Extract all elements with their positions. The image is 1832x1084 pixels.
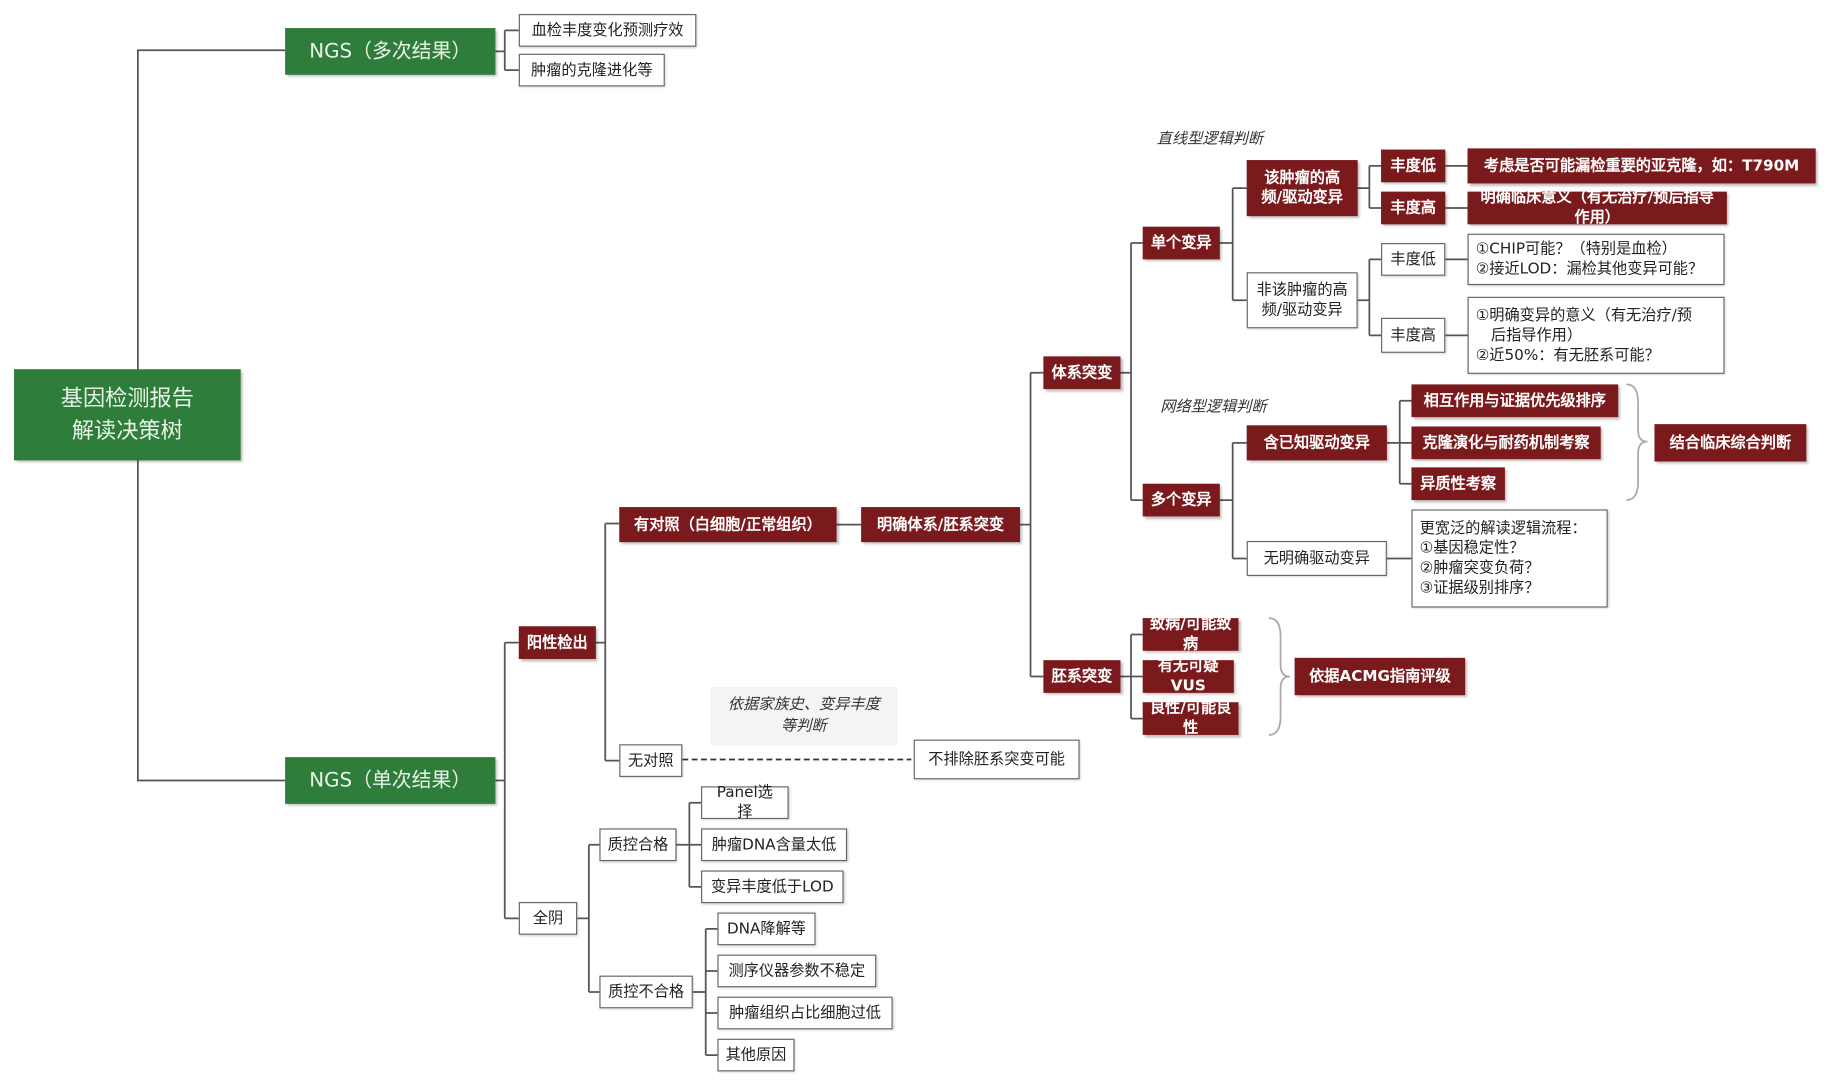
germline-item-3: 良性/可能良性: [1142, 700, 1239, 737]
driver-low-node: 丰度低: [1381, 149, 1446, 183]
qc-pass-item-2: 肿瘤DNA含量太低: [701, 828, 848, 862]
multiple-variant-node: 多个变异: [1142, 483, 1220, 517]
known-item-2: 克隆演化与耐药机制考察: [1411, 426, 1601, 460]
no-control-note: 依据家族史、变异丰度 等判断: [710, 687, 898, 746]
nondriver-low-node: 丰度低: [1381, 243, 1446, 276]
no-control-result: 不排除胚系突变可能: [913, 739, 1080, 780]
qc-fail-item-1: DNA降解等: [717, 912, 816, 946]
nondriver-low-result: ①CHIP可能？（特别是血检） ②接近LOD：漏检其他变异可能？: [1467, 233, 1725, 286]
somatic-node: 体系突变: [1043, 356, 1121, 390]
nondriver-high-node: 丰度高: [1381, 317, 1446, 353]
qc-pass-item-1: Panel选择: [701, 784, 789, 821]
qc-pass-node: 质控合格: [599, 828, 677, 862]
qc-fail-item-4: 其他原因: [717, 1038, 795, 1072]
qc-pass-item-3: 变异丰度低于LOD: [701, 870, 844, 904]
driver-high-result: 明确临床意义（有无治疗/预后指导作用）: [1467, 189, 1727, 227]
negative-node: 全阴: [518, 902, 578, 935]
no-driver-node: 无明确驱动变异: [1246, 540, 1387, 577]
nondriver-high-result: ①明确变异的意义（有无治疗/预 后指导作用） ②近50%：有无胚系可能？: [1467, 296, 1725, 374]
no-driver-result: 更宽泛的解读逻辑流程： ①基因稳定性？ ②肿瘤突变负荷？ ③证据级别排序？: [1411, 509, 1608, 608]
positive-node: 阳性检出: [518, 626, 596, 659]
qc-fail-item-2: 测序仪器参数不稳定: [717, 954, 877, 988]
known-result: 结合临床综合判断: [1654, 424, 1807, 462]
known-item-3: 异质性考察: [1411, 467, 1505, 501]
qc-fail-node: 质控不合格: [599, 975, 693, 1009]
germline-item-2: 有无可疑VUS: [1142, 658, 1234, 695]
qc-fail-item-3: 肿瘤组织占比细胞过低: [717, 996, 893, 1030]
ngs-multi-node: NGS（多次结果）: [285, 28, 496, 75]
no-control-node: 无对照: [619, 744, 683, 777]
with-control-node: 有对照（白细胞/正常组织）: [619, 507, 837, 543]
driver-low-result: 考虑是否可能漏检重要的亚克隆，如：T790M: [1467, 148, 1816, 184]
clear-somatic-germline-node: 明确体系/胚系突变: [861, 507, 1021, 543]
multi-child-1: 血检丰度变化预测疗效: [518, 14, 697, 47]
non-driver-variant-node: 非该肿瘤的高 频/驱动变异: [1246, 272, 1358, 329]
germline-result: 依据ACMG指南评级: [1294, 657, 1466, 696]
root-node: 基因检测报告 解读决策树: [14, 369, 241, 461]
germline-item-1: 致病/可能致病: [1142, 616, 1239, 653]
ngs-single-node: NGS（单次结果）: [285, 757, 496, 804]
linear-logic-label: 直线型逻辑判断: [1156, 130, 1264, 149]
known-item-1: 相互作用与证据优先级排序: [1411, 384, 1619, 418]
multi-child-2: 肿瘤的克隆进化等: [518, 53, 665, 87]
driver-high-node: 丰度高: [1381, 191, 1446, 225]
germline-node: 胚系突变: [1043, 660, 1121, 693]
driver-variant-node: 该肿瘤的高 频/驱动变异: [1246, 160, 1358, 217]
single-variant-node: 单个变异: [1142, 226, 1220, 260]
network-logic-label: 网络型逻辑判断: [1160, 398, 1267, 416]
known-driver-node: 含已知驱动变异: [1246, 425, 1387, 461]
